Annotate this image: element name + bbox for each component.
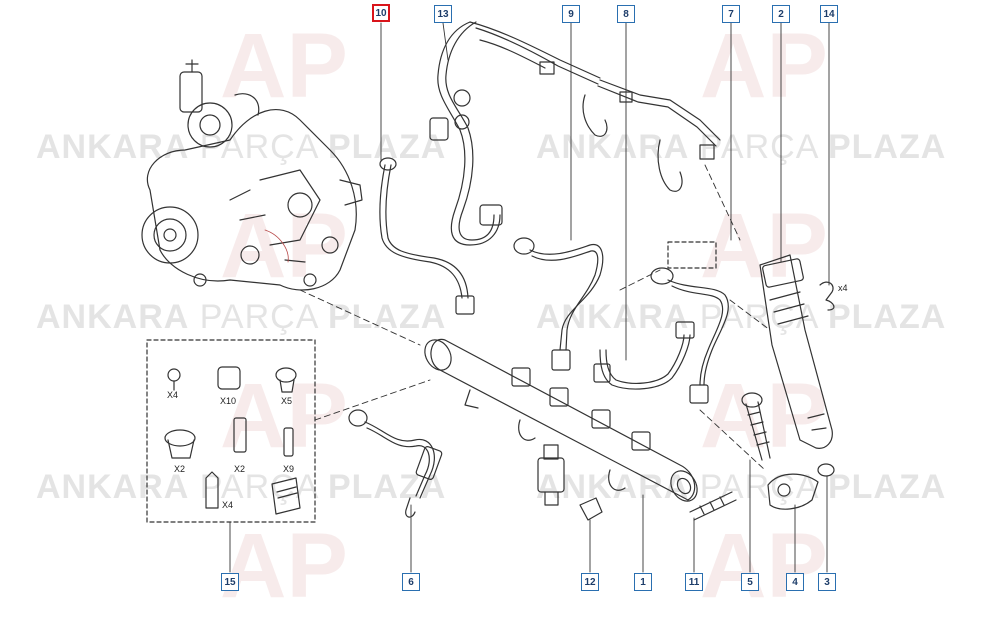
watermark-logo: AP xyxy=(700,15,828,117)
callout-9[interactable]: 9 xyxy=(562,5,580,23)
callout-leaders xyxy=(229,22,830,573)
rail-pressure-sensor xyxy=(537,444,603,521)
qty-label: X9 xyxy=(283,464,295,474)
injection-pipe-8 xyxy=(593,321,695,390)
callout-8[interactable]: 8 xyxy=(617,5,635,23)
callout-13[interactable]: 13 xyxy=(434,5,452,23)
callout-1[interactable]: 1 xyxy=(634,573,652,591)
qty-label: X2 xyxy=(174,464,186,474)
callout-6[interactable]: 6 xyxy=(402,573,420,591)
injection-pipe-7 xyxy=(650,267,729,404)
callout-14[interactable]: 14 xyxy=(820,5,838,23)
watermark-logo: AP xyxy=(220,15,348,117)
callout-10[interactable]: 10 xyxy=(372,4,390,22)
qty-label: X5 xyxy=(281,396,293,406)
qty-label: X10 xyxy=(220,396,237,406)
fuel-rail-1 xyxy=(424,338,698,502)
clip-14 xyxy=(819,281,835,311)
injection-pipe-10 xyxy=(379,157,475,315)
callout-5[interactable]: 5 xyxy=(741,573,759,591)
injection-pipe-6 xyxy=(348,409,443,518)
clamp-4 xyxy=(767,473,819,510)
qty-label: X4 xyxy=(167,390,179,400)
parts-diagram: AP AP AP AP AP AP AP AP ANKARA PARÇA PLA… xyxy=(36,4,947,612)
callout-7[interactable]: 7 xyxy=(722,5,740,23)
watermark-logo: AP xyxy=(220,195,348,297)
qty-label: X4 xyxy=(222,500,234,510)
callout-3[interactable]: 3 xyxy=(818,573,836,591)
injector-2 xyxy=(759,254,835,477)
watermark-logo: AP xyxy=(700,365,828,467)
watermark-text: ANKARA PARÇA PLAZA xyxy=(536,468,947,506)
leak-off-hose-13 xyxy=(429,21,721,246)
callout-4[interactable]: 4 xyxy=(786,573,804,591)
callout-11[interactable]: 11 xyxy=(685,573,703,591)
high-pressure-pump xyxy=(141,59,363,291)
watermark-text: ANKARA PARÇA PLAZA xyxy=(36,298,447,336)
callout-2[interactable]: 2 xyxy=(772,5,790,23)
callout-12[interactable]: 12 xyxy=(581,573,599,591)
watermark-text: ANKARA PARÇA PLAZA xyxy=(536,298,947,336)
injection-pipe-9 xyxy=(513,237,604,371)
watermark-text: ANKARA PARÇA PLAZA xyxy=(36,128,447,166)
stud-11 xyxy=(689,491,737,521)
qty-label: X2 xyxy=(234,464,246,474)
callout-15[interactable]: 15 xyxy=(221,573,239,591)
watermark-text: ANKARA PARÇA PLAZA xyxy=(536,128,947,166)
watermark-logo: AP xyxy=(220,515,348,617)
kit-box-15 xyxy=(146,339,316,523)
leader-lines xyxy=(299,164,771,471)
bolt-5 xyxy=(741,392,771,461)
exploded-view-drawing xyxy=(141,21,835,573)
watermark-logo: AP xyxy=(700,515,828,617)
qty-label: x4 xyxy=(838,283,848,293)
